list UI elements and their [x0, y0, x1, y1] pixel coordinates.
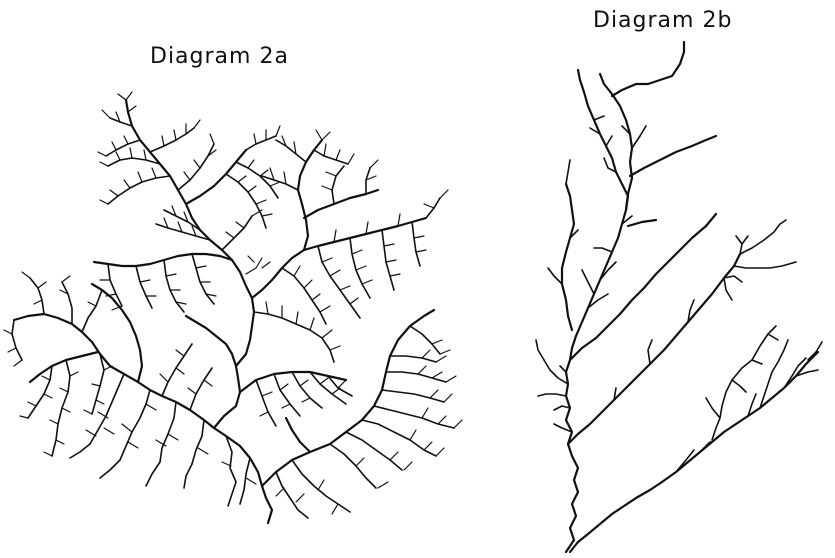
- diagram-2b-tributaries: [536, 116, 822, 472]
- diagram-2b-main-channels: [562, 42, 818, 552]
